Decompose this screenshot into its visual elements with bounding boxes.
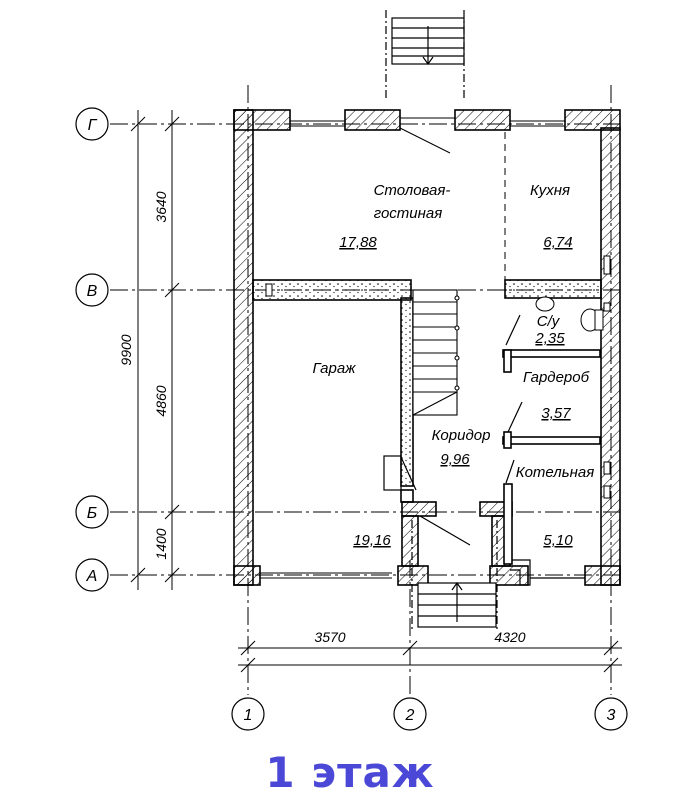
- axis-bubble-b: Б: [75, 495, 109, 529]
- room-wc-area: 2,35: [534, 330, 565, 347]
- floor-caption: 1 этаж: [265, 748, 435, 797]
- right-wall-elements: [265, 255, 611, 499]
- wall-top-4: [564, 109, 621, 131]
- dim-total-9900: 9900: [118, 334, 134, 365]
- room-corridor-name: Коридор: [432, 427, 491, 444]
- axis-lines: [110, 85, 620, 695]
- wall-right: [600, 127, 621, 586]
- horizontal-dimensions: [238, 640, 622, 673]
- axis-bubble-v: В: [75, 273, 109, 307]
- room-garage-area: 19,16: [353, 532, 391, 549]
- exterior-walls: [233, 109, 621, 586]
- vertical-dimensions: [130, 110, 180, 590]
- room-garage-name: Гараж: [312, 360, 356, 377]
- axis-label-b: Б: [87, 505, 97, 522]
- top-windows: [290, 117, 565, 154]
- dim-3570: 3570: [314, 629, 345, 645]
- room-wardrobe-name: Гардероб: [523, 369, 590, 386]
- top-stairs: [385, 10, 465, 100]
- wall-left: [233, 109, 254, 586]
- axis-label-v: В: [87, 283, 98, 300]
- axis-label-g: Г: [88, 117, 98, 134]
- room-kitchen-name: Кухня: [530, 182, 570, 199]
- wall-garage-corridor: [400, 297, 414, 487]
- wall-kitchen-wc: [504, 279, 602, 299]
- axis-bubble-2: 2: [393, 697, 427, 731]
- room-living-area: 17,88: [339, 234, 377, 251]
- dim-4860: 4860: [153, 385, 169, 416]
- axis-bubble-a: А: [75, 558, 109, 592]
- room-corridor-area: 9,96: [440, 451, 470, 468]
- wc-fixtures: [535, 296, 604, 332]
- room-wardrobe-area: 3,57: [541, 405, 571, 422]
- wall-living-garage: [252, 279, 412, 301]
- wall-top-3: [454, 109, 511, 131]
- room-boiler-area: 5,10: [543, 532, 573, 549]
- dim-3640: 3640: [153, 191, 169, 222]
- axis-label-3: 3: [607, 707, 616, 724]
- room-living-name-1: Столовая-: [374, 182, 451, 199]
- garage-door: [260, 572, 392, 579]
- dim-4320: 4320: [494, 629, 525, 645]
- bottom-stairs: [411, 520, 498, 630]
- sink: [535, 296, 555, 312]
- doors: [383, 314, 523, 546]
- room-wc-name: С/у: [537, 313, 561, 330]
- axis-bubble-3: 3: [594, 697, 628, 731]
- axis-label-1: 1: [244, 707, 253, 724]
- axis-label-a: А: [86, 568, 98, 585]
- interior-walls: [252, 279, 602, 586]
- room-living-name-2: гостиная: [374, 205, 443, 222]
- wall-top-1: [233, 109, 291, 131]
- wall-bottom-right: [584, 565, 621, 586]
- interior-staircase: [412, 289, 460, 416]
- room-kitchen-area: 6,74: [543, 234, 572, 251]
- axis-label-2: 2: [405, 707, 415, 724]
- wall-bottom-left: [233, 565, 261, 586]
- axis-bubble-1: 1: [231, 697, 265, 731]
- axis-bubble-g: Г: [75, 107, 109, 141]
- room-labels: Столовая- гостиная 17,88 Кухня 6,74 С/у …: [312, 182, 594, 549]
- wall-top-2: [344, 109, 401, 131]
- dim-1400: 1400: [153, 528, 169, 559]
- room-boiler-name: Котельная: [516, 464, 594, 481]
- wall-vestibule-left: [401, 501, 437, 517]
